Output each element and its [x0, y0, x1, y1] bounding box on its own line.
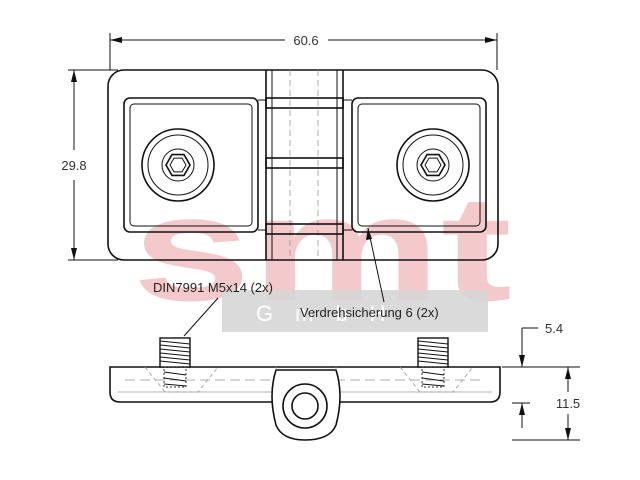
side-base-plate: [109, 366, 501, 403]
screw-callout: DIN7991 M5x14 (2x): [153, 280, 273, 337]
right-hex-socket: [420, 153, 446, 177]
side-view: [109, 337, 501, 441]
watermark-suffix: GmbH: [256, 301, 408, 326]
anti-rotation-callout-label: Verdrehsicherung 6 (2x): [300, 305, 439, 320]
hinge-outline: [107, 69, 499, 261]
top-offset-dimension: 5.4: [502, 321, 580, 368]
watermark-band: [222, 290, 488, 332]
screw-callout-label: DIN7991 M5x14 (2x): [153, 280, 273, 295]
anti-rotation-callout: Verdrehsicherung 6 (2x): [300, 227, 439, 320]
width-dimension: 60.6: [109, 33, 498, 70]
side-height-dimension: 11.5: [512, 367, 580, 441]
side-height-value: 11.5: [556, 396, 580, 411]
height-dimension: 29.8: [61, 69, 118, 261]
top-offset-value: 5.4: [545, 321, 563, 336]
left-screw-thread: [159, 337, 191, 388]
top-view: [107, 69, 499, 261]
width-value: 60.6: [293, 33, 318, 48]
right-screw-thread: [417, 337, 449, 388]
side-knuckle: [271, 367, 341, 441]
left-screw-head: [141, 128, 215, 202]
watermark: smt GmbH: [132, 164, 512, 332]
hinge-knuckle: [258, 70, 352, 260]
left-leaf-pocket: [123, 97, 259, 233]
right-screw-head: [396, 128, 470, 202]
height-value: 29.8: [61, 158, 86, 173]
left-hex-socket: [165, 153, 191, 177]
right-leaf-pocket: [351, 97, 487, 233]
hinge-pin-hole: [291, 392, 319, 420]
